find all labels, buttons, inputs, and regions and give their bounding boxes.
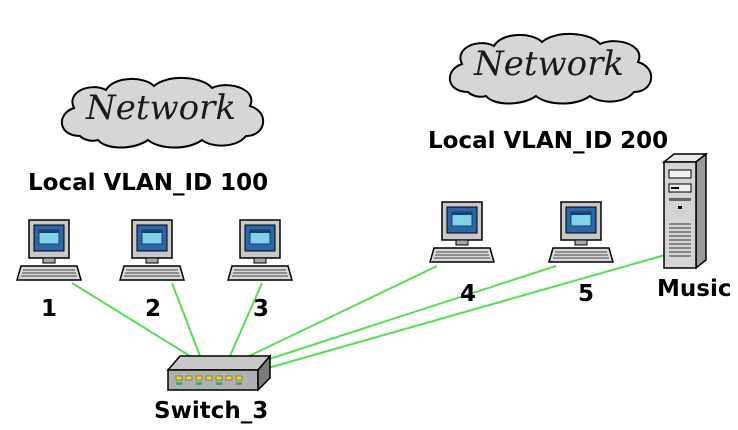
switch-3[interactable] — [160, 352, 278, 401]
server-music-label: Music — [657, 276, 732, 302]
cloud-icon — [449, 32, 653, 105]
computer-2[interactable] — [118, 218, 186, 293]
computer-5-label: 5 — [578, 281, 595, 307]
link-2-switch — [171, 282, 201, 357]
computer-icon — [16, 219, 82, 281]
computer-icon — [429, 201, 495, 263]
link-3-switch — [229, 282, 263, 357]
computer-3[interactable] — [226, 218, 294, 293]
computer-5[interactable] — [547, 200, 615, 275]
network-cloud-left: Network — [52, 74, 270, 150]
vlan-label-200: Local VLAN_ID 200 — [428, 128, 669, 154]
computer-1-label: 1 — [41, 296, 58, 322]
server-music[interactable] — [660, 152, 709, 275]
computer-icon — [119, 219, 185, 281]
link-4-switch — [244, 265, 438, 359]
computer-4[interactable] — [428, 200, 496, 275]
computer-4-label: 4 — [460, 281, 477, 307]
computer-2-label: 2 — [145, 296, 162, 322]
link-5-switch — [259, 265, 557, 363]
computer-icon — [227, 219, 293, 281]
computer-icon — [548, 201, 614, 263]
cloud-icon — [61, 76, 265, 149]
computer-1[interactable] — [15, 218, 83, 293]
server-tower-icon — [661, 152, 709, 270]
cloud-label: Network — [474, 44, 624, 84]
cloud-label: Network — [86, 88, 236, 128]
link-music-switch — [267, 254, 666, 369]
link-1-switch — [71, 282, 191, 357]
computer-3-label: 3 — [253, 296, 270, 322]
network-cloud-right: Network — [440, 30, 658, 106]
vlan-label-100: Local VLAN_ID 100 — [28, 170, 269, 196]
switch-icon — [166, 353, 272, 392]
switch-3-label: Switch_3 — [154, 398, 269, 424]
